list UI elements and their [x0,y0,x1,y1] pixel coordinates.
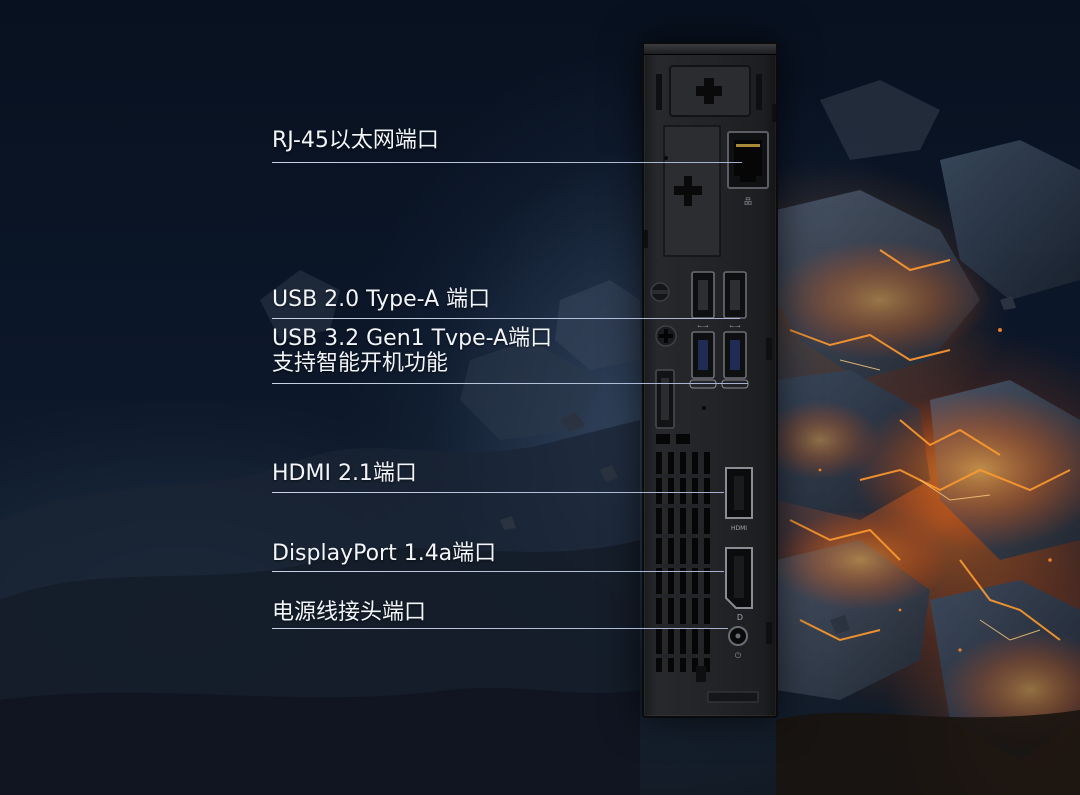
callout-usb32-label-line1: USB 3.2 Gen1 Tvpe-A端口 [272,326,553,351]
svg-text:⭠⭢: ⭠⭢ [697,322,709,330]
mini-pc-rear-panel: 品 ⭠⭢ ⭠⭢ [642,42,778,718]
svg-text:D: D [737,613,743,622]
callout-usb32-leader-line [272,383,748,384]
callout-usb20: USB 2.0 Type-A 端口 [272,287,740,319]
svg-text:⏻: ⏻ [735,651,742,660]
usb-icon: ⭠⭢ ⭠⭢ [691,271,747,330]
svg-text:品: 品 [744,197,752,206]
displayport-icon: D [725,547,753,622]
callout-dp-label: DisplayPort 1.4a端口 [272,541,497,566]
usb-ss-icon [689,331,749,389]
callout-rj45-label: RJ-45以太网端口 [272,128,439,153]
callout-hdmi-label: HDMI 2.1端口 [272,461,417,486]
screw-icon [674,176,702,206]
vent-grille [656,434,710,672]
chassis-top-edge [644,44,776,55]
callout-dp-leader-line [272,571,724,572]
hdmi-icon: HDMI [725,467,753,532]
callout-power-leader-line [272,628,728,629]
callout-dp: DisplayPort 1.4a端口 [272,541,724,572]
callout-hdmi-leader-line [272,492,724,493]
svg-text:HDMI: HDMI [731,525,747,532]
svg-text:⭠⭢: ⭠⭢ [729,322,741,330]
callout-power: 电源线接头端口 [272,600,728,629]
power-icon: ⏻ [728,626,748,660]
callout-usb32: USB 3.2 Gen1 Tvpe-A端口 支持智能开机功能 [272,326,748,384]
callout-hdmi: HDMI 2.1端口 [272,461,724,493]
callout-usb20-leader-line [272,318,740,319]
rear-panel-artwork: 品 ⭠⭢ ⭠⭢ [644,65,776,703]
callout-usb32-label-line2: 支持智能开机功能 [272,351,449,376]
screw-icon [696,78,722,104]
callout-usb20-label: USB 2.0 Type-A 端口 [272,287,491,312]
callout-rj45: RJ-45以太网端口 [272,128,742,163]
callout-power-label: 电源线接头端口 [272,600,427,625]
callout-rj45-leader-line [272,162,742,163]
ethernet-icon: 品 [727,131,769,206]
